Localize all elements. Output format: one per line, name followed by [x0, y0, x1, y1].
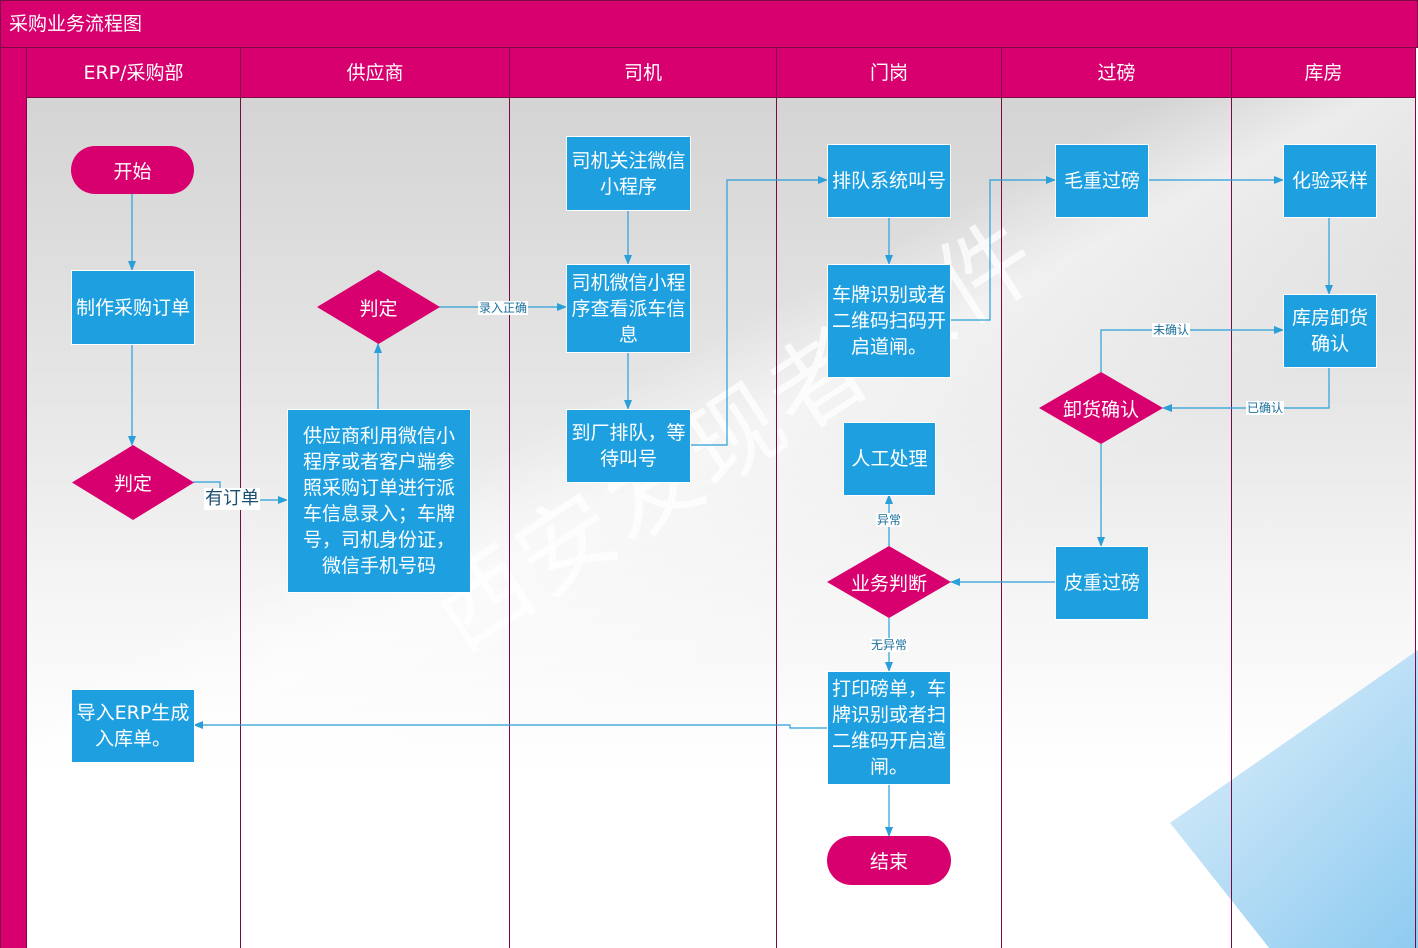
lane-warehouse: 库房 — [1232, 48, 1416, 98]
edge-label-has-order: 有订单 — [204, 488, 260, 510]
lane-divider — [240, 98, 241, 948]
edge-label-unconfirmed: 未确认 — [1151, 323, 1191, 337]
print-node[interactable]: 打印磅单，车牌识别或者扫二维码开启道闸。 — [827, 671, 951, 785]
supplier-entry-node[interactable]: 供应商利用微信小程序或者客户端参照采购订单进行派车信息录入；车牌号，司机身份证，… — [287, 409, 471, 593]
queue-call-node[interactable]: 排队系统叫号 — [827, 144, 951, 218]
lane-divider — [1415, 98, 1416, 948]
edge-label-normal: 无异常 — [869, 638, 909, 652]
edge — [193, 721, 827, 729]
driver-follow-node[interactable]: 司机关注微信小程序 — [566, 136, 691, 211]
gate-open-node[interactable]: 车牌识别或者二维码扫码开启道闸。 — [827, 264, 951, 378]
edge — [950, 176, 1056, 321]
sampling-node[interactable]: 化验采样 — [1283, 144, 1377, 218]
tare-weigh-node[interactable]: 皮重过磅 — [1055, 546, 1149, 620]
import-erp-node[interactable]: 导入ERP生成入库单。 — [71, 689, 195, 763]
lane-erp: ERP/采购部 — [27, 48, 241, 98]
edge — [1100, 326, 1284, 372]
edge — [1162, 367, 1330, 412]
edge-label-confirmed: 已确认 — [1245, 401, 1285, 415]
end-node[interactable]: 结束 — [827, 836, 951, 885]
edge — [690, 176, 828, 446]
background-band — [27, 98, 1416, 948]
make-order-node[interactable]: 制作采购订单 — [71, 270, 195, 345]
gross-weigh-node[interactable]: 毛重过磅 — [1055, 144, 1149, 218]
lane-driver: 司机 — [510, 48, 777, 98]
start-node[interactable]: 开始 — [71, 146, 194, 194]
lane-divider — [509, 98, 510, 948]
left-strip — [0, 48, 27, 948]
lane-gate: 门岗 — [777, 48, 1002, 98]
lane-divider — [776, 98, 777, 948]
lane-weighing: 过磅 — [1002, 48, 1232, 98]
lane-supplier: 供应商 — [241, 48, 510, 98]
diagram-title: 采购业务流程图 — [0, 0, 1418, 48]
lane-divider — [1001, 98, 1002, 948]
manual-node[interactable]: 人工处理 — [843, 422, 936, 496]
driver-queue-node[interactable]: 到厂排队，等待叫号 — [566, 409, 691, 483]
warehouse-unload-node[interactable]: 库房卸货确认 — [1283, 294, 1377, 368]
edge-label-abnormal: 异常 — [875, 513, 903, 527]
lane-divider — [1231, 98, 1232, 948]
driver-view-node[interactable]: 司机微信小程序查看派车信息 — [566, 264, 691, 353]
edge-label-entry-ok: 录入正确 — [477, 301, 529, 315]
